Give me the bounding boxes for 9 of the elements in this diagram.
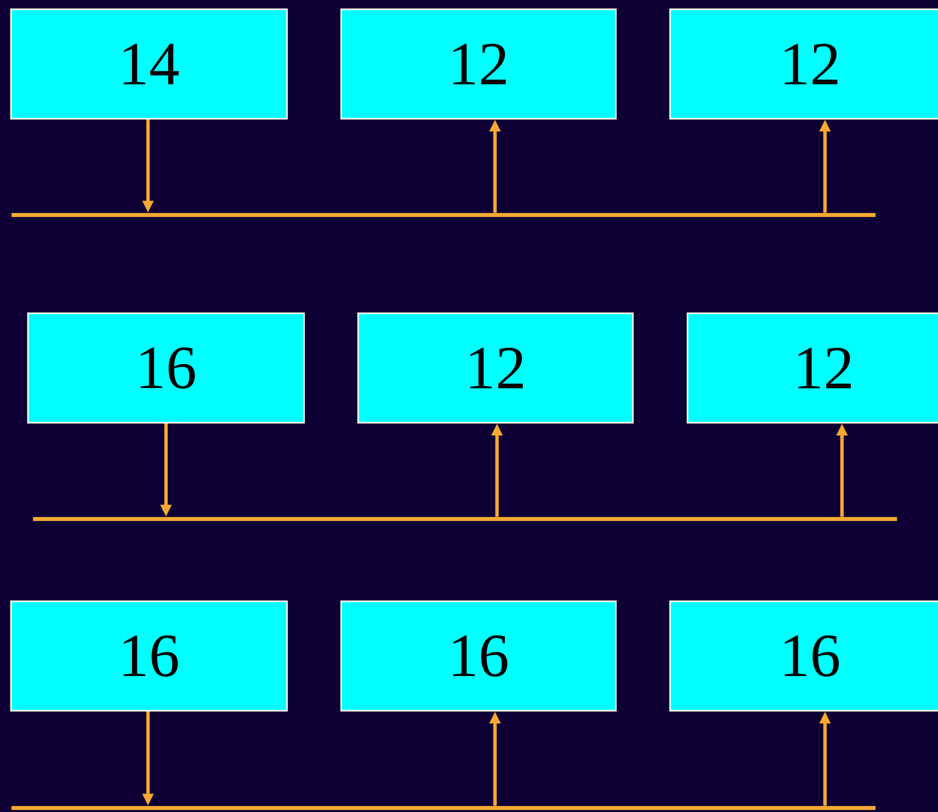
- number-box: 16: [10, 600, 288, 712]
- number-box: 12: [669, 8, 938, 120]
- number-box: 16: [669, 600, 938, 712]
- number-box: 12: [357, 312, 634, 424]
- number-box: 12: [686, 312, 938, 424]
- number-box: 12: [340, 8, 617, 120]
- number-box: 16: [340, 600, 617, 712]
- number-box: 14: [10, 8, 288, 120]
- number-box: 16: [27, 312, 305, 424]
